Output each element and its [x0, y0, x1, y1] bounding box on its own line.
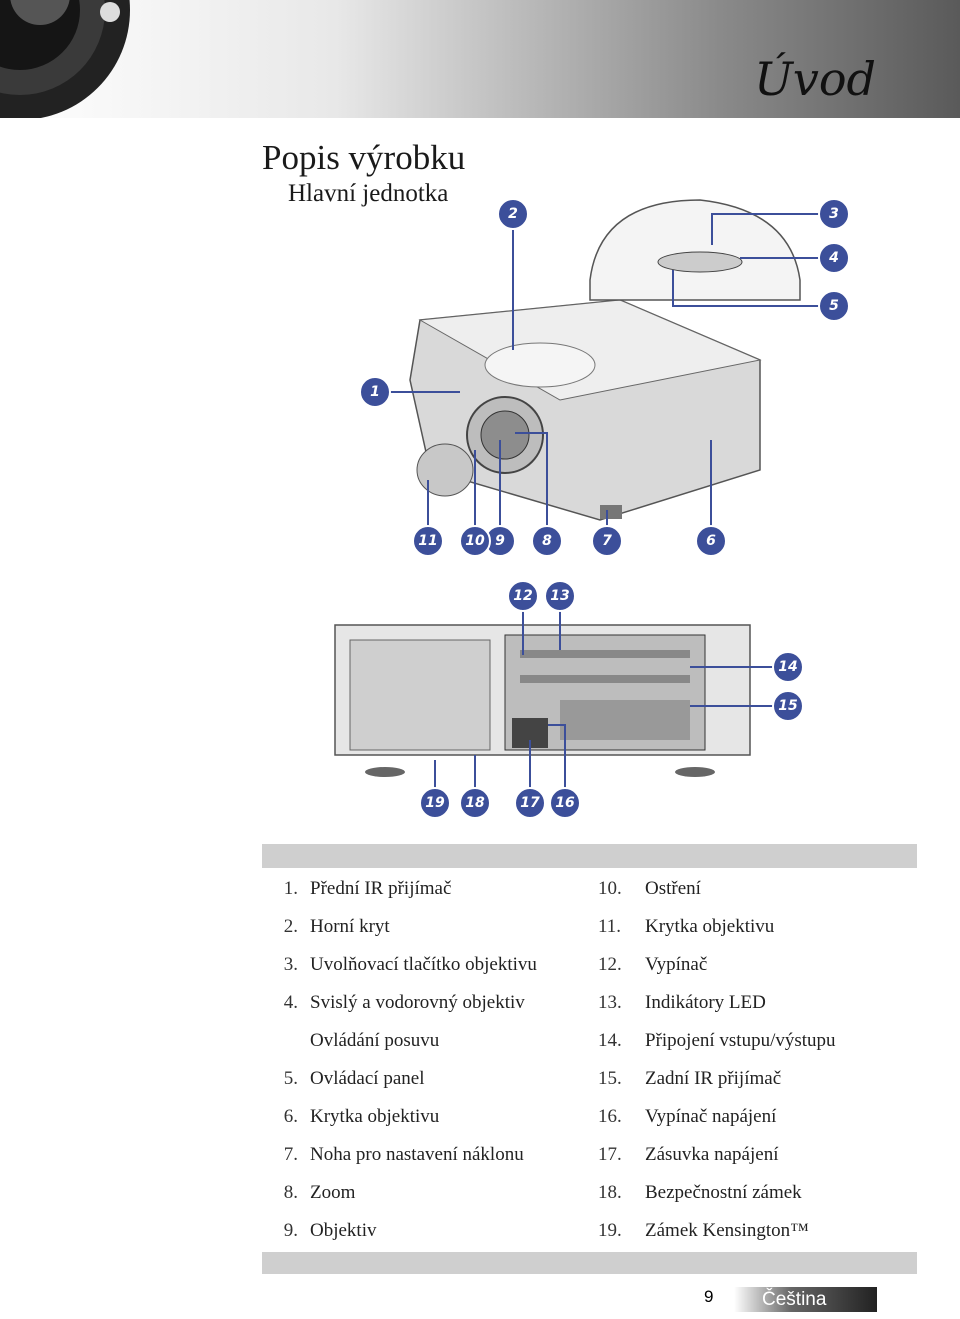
legend-item: 14.Připojení vstupu/výstupu — [598, 1030, 836, 1051]
callout-6: 6 — [695, 525, 727, 557]
projector-rear-illustration — [334, 624, 751, 777]
callout-4: 4 — [818, 242, 850, 274]
svg-text:8: 8 — [542, 533, 552, 549]
callout-2: 2 — [497, 198, 529, 230]
callout-7: 7 — [591, 525, 623, 557]
legend-item: 10.Ostření — [598, 878, 701, 899]
callout-12: 12 — [507, 580, 539, 612]
callout-13: 13 — [544, 580, 576, 612]
legend-item: 17.Zásuvka napájení — [598, 1144, 779, 1165]
legend-item: 9.Objektiv — [283, 1220, 377, 1241]
page-subtitle: Hlavní jednotka — [288, 180, 449, 207]
legend-item: 8.Zoom — [283, 1182, 356, 1203]
callout-3: 3 — [818, 198, 850, 230]
callout-10: 10 — [459, 525, 491, 557]
legend-item: 6.Krytka objektivu — [283, 1106, 440, 1127]
svg-text:2: 2 — [508, 206, 518, 222]
legend-left: 1.Přední IR přijímač 2.Horní kryt 3.Uvol… — [262, 870, 537, 1250]
svg-text:12: 12 — [513, 588, 532, 604]
callout-19: 19 — [419, 787, 451, 819]
svg-text:3: 3 — [829, 206, 839, 222]
section-title: Úvod — [754, 52, 876, 106]
page-number: 9 — [704, 1287, 714, 1306]
svg-text:19: 19 — [425, 795, 445, 811]
callout-15: 15 — [772, 690, 804, 722]
legend-item: 11.Krytka objektivu — [598, 916, 775, 937]
page-title: Popis výrobku — [262, 138, 466, 177]
legend-item: 7.Noha pro nastavení náklonu — [283, 1144, 524, 1165]
language-label: Čeština — [734, 1287, 877, 1312]
svg-text:18: 18 — [465, 795, 485, 811]
callout-14: 14 — [772, 651, 804, 683]
legend-item: 13.Indikátory LED — [598, 992, 766, 1013]
svg-text:14: 14 — [778, 659, 797, 675]
callout-8: 8 — [531, 525, 563, 557]
callout-17: 17 — [514, 787, 546, 819]
legend-item: 3.Uvolňovací tlačítko objektivu — [283, 954, 537, 975]
svg-text:10: 10 — [465, 533, 485, 549]
legend-item: 2.Horní kryt — [283, 916, 390, 937]
projector-front-illustration — [409, 199, 801, 521]
svg-text:4: 4 — [828, 250, 839, 266]
svg-text:15: 15 — [778, 698, 798, 714]
legend-right: 10.Ostření 11.Krytka objektivu 12.Vypína… — [598, 870, 836, 1250]
legend-item: Ovládání posuvu — [310, 1030, 440, 1051]
svg-text:6: 6 — [706, 533, 716, 549]
callout-11: 11 — [412, 525, 444, 557]
legend-item: 16.Vypínač napájení — [598, 1106, 777, 1127]
callout-1: 1 — [359, 376, 391, 408]
legend-item: 1.Přední IR přijímač — [283, 878, 452, 899]
legend-item: 12.Vypínač — [598, 954, 708, 975]
callout-18: 18 — [459, 787, 491, 819]
legend-item: 15.Zadní IR přijímač — [598, 1068, 782, 1089]
svg-text:1: 1 — [370, 384, 380, 400]
projector-figure: 1 2 3 4 5 6 7 8 9 10 11 12 13 14 15 16 1… — [334, 198, 850, 819]
lens-decoration — [0, 0, 130, 118]
callout-5: 5 — [818, 290, 850, 322]
legend-item: 18.Bezpečnostní zámek — [598, 1182, 802, 1203]
legend-top-bar — [262, 844, 917, 868]
svg-text:16: 16 — [555, 795, 575, 811]
svg-text:9: 9 — [495, 533, 505, 549]
legend-bottom-bar — [262, 1252, 917, 1274]
svg-text:13: 13 — [550, 588, 569, 604]
svg-text:5: 5 — [829, 298, 839, 314]
header-bar — [0, 0, 960, 118]
legend-item: 19.Zámek Kensington™ — [598, 1220, 809, 1241]
callout-16: 16 — [549, 787, 581, 819]
legend-item: 4.Svislý a vodorovný objektiv — [283, 992, 525, 1013]
legend-item: 5.Ovládací panel — [283, 1068, 425, 1089]
svg-text:17: 17 — [520, 795, 540, 811]
svg-text:7: 7 — [602, 533, 612, 549]
page-footer: 9 Čeština — [700, 1287, 877, 1312]
svg-text:11: 11 — [418, 533, 437, 549]
